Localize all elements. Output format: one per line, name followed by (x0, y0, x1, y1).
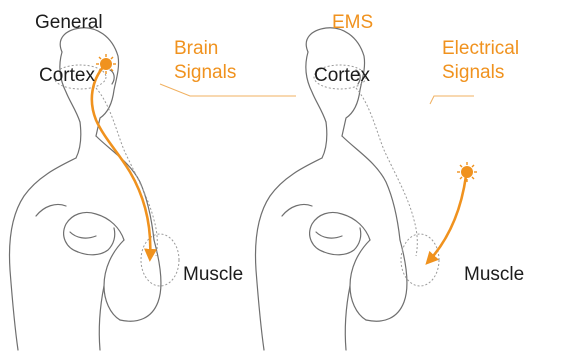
brain-signals-line1: Brain (174, 38, 218, 60)
torso-outline (256, 158, 322, 350)
neck-outline (322, 122, 327, 158)
muscle-label-right: Muscle (464, 264, 524, 286)
face-outline (306, 52, 326, 122)
torso-outline (10, 158, 76, 350)
muscle-label-left: Muscle (183, 264, 243, 286)
fist-outline (78, 228, 115, 255)
starburst-icon (96, 54, 116, 74)
starburst-icon (457, 162, 477, 182)
general-heading: General (35, 12, 103, 34)
torso-right-outline (345, 286, 350, 350)
electrical-signals-line1: Electrical (442, 38, 519, 60)
cortex-label-left: Cortex (39, 65, 95, 87)
chest-detail (36, 204, 66, 216)
face-outline (60, 52, 80, 122)
fist-detail (316, 232, 342, 238)
electrical-signals-leader (430, 96, 474, 104)
neck-outline (76, 122, 81, 158)
muscle-region-left (141, 234, 179, 286)
bicep-outline (350, 240, 370, 320)
brain-signals-leader (160, 84, 296, 96)
chest-detail (282, 204, 312, 216)
electrical-signals-line2: Signals (442, 62, 504, 84)
fist-outline (324, 228, 361, 255)
shoulder-outline (342, 136, 400, 240)
upper-arm-outline (120, 240, 161, 321)
cortex-label-right: Cortex (314, 65, 370, 87)
bicep-outline (104, 240, 124, 320)
brain-signals-line2: Signals (174, 62, 236, 84)
torso-right-outline (99, 286, 104, 350)
ear-outline (110, 70, 114, 84)
fist-detail (70, 232, 96, 238)
electrical-signal-path (428, 176, 466, 262)
ems-heading: EMS (332, 12, 373, 34)
shoulder-outline (96, 136, 154, 240)
upper-arm-outline (366, 240, 407, 321)
